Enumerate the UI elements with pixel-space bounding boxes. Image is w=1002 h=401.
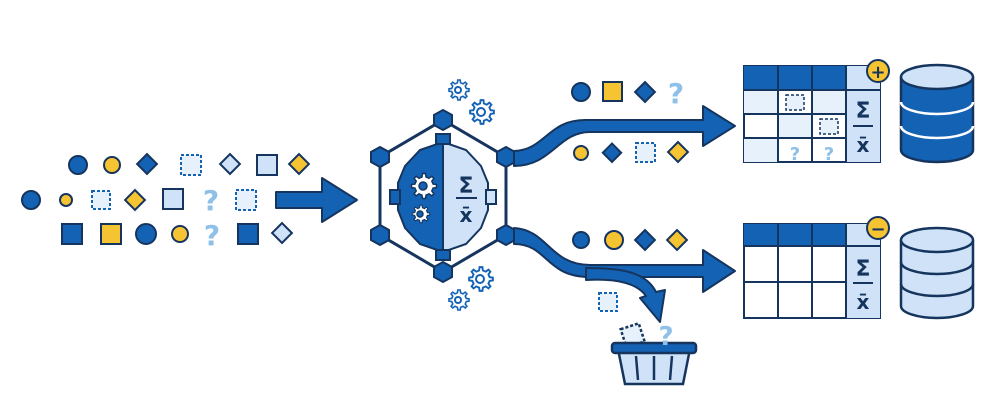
valid-data-table — [743, 65, 881, 163]
diamond-shape — [218, 152, 242, 176]
mean-icon: x̄ — [460, 203, 473, 227]
rejected-data-table — [743, 223, 881, 319]
circle-shape — [59, 193, 73, 207]
sum-icon: Σ — [855, 99, 870, 124]
diamond-shape — [287, 152, 311, 176]
square-shape — [237, 223, 259, 245]
circle-shape — [103, 156, 121, 174]
gear-icon — [469, 99, 495, 125]
diamond-shape — [135, 152, 159, 176]
square-shape — [256, 154, 278, 176]
circle-shape — [21, 190, 41, 210]
square-shape — [162, 188, 184, 210]
minus-badge-icon — [866, 216, 890, 240]
dashed-square-shape — [180, 154, 202, 176]
discard-basket-icon — [610, 321, 698, 386]
sum-icon: Σ — [458, 174, 473, 199]
unknown-value-mark: ? — [668, 77, 684, 110]
circle-shape — [171, 225, 189, 243]
minus-badge-label: − — [870, 219, 885, 240]
discard-arrow — [585, 267, 666, 323]
valid-data-shapes-row2 — [573, 140, 690, 164]
circle-shape — [68, 155, 88, 175]
gear-icon — [468, 266, 494, 292]
square-shape — [61, 223, 83, 245]
input-data-shapes — [21, 152, 311, 245]
input-flow-arrow — [275, 177, 358, 223]
circle-shape — [135, 223, 157, 245]
diamond-shape — [270, 221, 294, 245]
square-shape — [100, 223, 122, 245]
mean-icon: x̄ — [857, 133, 870, 157]
unknown-value-mark: ? — [204, 219, 220, 252]
unknown-value-mark: ? — [658, 322, 673, 352]
rejected-output-arrow — [513, 227, 736, 293]
dashed-square-shape — [235, 189, 257, 211]
gear-icon — [410, 172, 438, 200]
dashed-square-shape — [91, 190, 111, 210]
database-icon — [899, 226, 975, 320]
gear-icon — [448, 289, 470, 311]
plus-badge-icon — [866, 59, 890, 83]
unknown-value-mark: ? — [790, 144, 800, 165]
sum-icon: Σ — [855, 257, 870, 282]
gear-icon — [411, 204, 431, 224]
mean-icon: x̄ — [857, 290, 870, 314]
plus-badge-label: + — [870, 62, 885, 83]
gear-icon — [448, 79, 470, 101]
database-icon — [899, 63, 975, 164]
diamond-shape — [123, 188, 147, 212]
processing-hexagon: Σ x̄ — [370, 108, 516, 284]
valid-output-arrow — [513, 105, 736, 167]
valid-data-shapes-row1 — [571, 80, 657, 104]
rejected-data-shapes — [572, 228, 689, 312]
unknown-value-mark: ? — [203, 184, 219, 217]
unknown-value-mark: ? — [824, 144, 834, 165]
